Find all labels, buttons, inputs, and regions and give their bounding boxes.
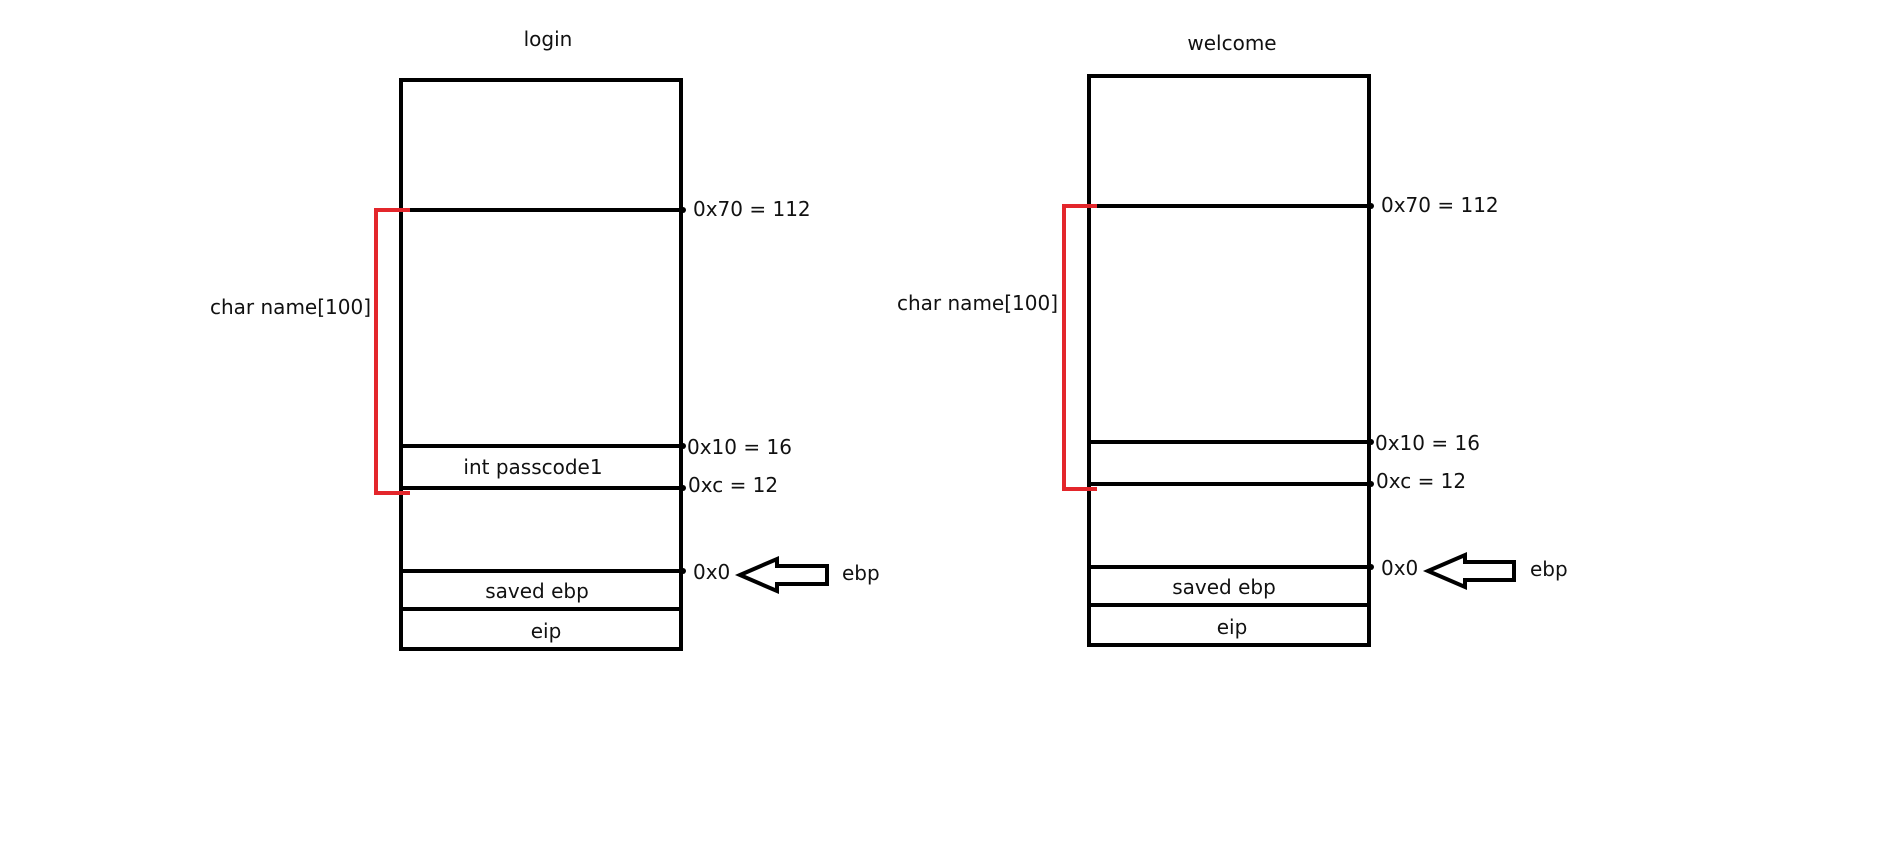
welcome-dot-0x10: [1368, 439, 1374, 445]
login-title: login: [524, 27, 573, 51]
welcome-dot-0x70: [1368, 203, 1374, 209]
login-dot-0x10: [680, 443, 686, 449]
login-saved-ebp-label: saved ebp: [485, 579, 589, 603]
login-stack-box: [399, 78, 683, 651]
welcome-ebp-arrow-icon: [1422, 551, 1516, 591]
login-dot-0x0: [680, 568, 686, 574]
login-dot-0x70: [680, 207, 686, 213]
login-ebp-arrow-icon: [734, 555, 829, 595]
welcome-offset-0xc: 0xc = 12: [1376, 469, 1466, 493]
welcome-eip-label: eip: [1217, 615, 1248, 639]
welcome-stack-frame: welcome char name[100] 0x70 = 112 0x10 =…: [897, 31, 1568, 647]
login-dot-0xc: [680, 485, 686, 491]
login-name-label: char name[100]: [210, 295, 371, 319]
login-offset-0x10: 0x10 = 16: [687, 435, 792, 459]
welcome-offset-0x10: 0x10 = 16: [1375, 431, 1480, 455]
welcome-title: welcome: [1187, 31, 1276, 55]
welcome-saved-ebp-label: saved ebp: [1172, 575, 1276, 599]
login-passcode-label: int passcode1: [463, 455, 602, 479]
welcome-stack-box: [1087, 74, 1371, 647]
welcome-ebp-pointer-label: ebp: [1530, 557, 1568, 581]
login-eip-label: eip: [531, 619, 562, 643]
welcome-name-label: char name[100]: [897, 291, 1058, 315]
welcome-dot-0xc: [1368, 481, 1374, 487]
login-offset-0x0: 0x0: [693, 560, 730, 584]
welcome-offset-0x70: 0x70 = 112: [1381, 193, 1499, 217]
login-ebp-pointer-label: ebp: [842, 561, 880, 585]
welcome-dot-0x0: [1368, 564, 1374, 570]
welcome-name-bracket: [1062, 204, 1097, 491]
login-offset-0x70: 0x70 = 112: [693, 197, 811, 221]
login-stack-frame: login char name[100] 0x70 = 112 0x10 = 1…: [210, 27, 880, 651]
welcome-offset-0x0: 0x0: [1381, 556, 1418, 580]
login-offset-0xc: 0xc = 12: [688, 473, 778, 497]
login-name-bracket: [374, 208, 410, 495]
